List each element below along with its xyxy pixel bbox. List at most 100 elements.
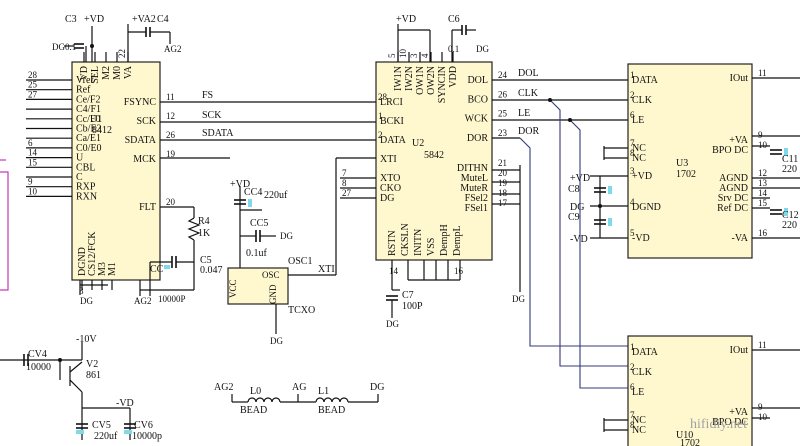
u2b-left-0-name: XTO	[380, 173, 400, 184]
u3c-left-0-num: 3	[630, 166, 635, 176]
u2-top-5-name: VDD	[448, 66, 459, 88]
osc-pin-osc: OSC	[262, 270, 280, 280]
le-route	[569, 119, 628, 389]
u1-ag2-bottom-label: AG2	[134, 296, 152, 306]
u1-left-1-num: 25	[28, 80, 38, 90]
bead-ag2-label: AG2	[214, 382, 233, 393]
u2-bottom-3-name: VSS	[426, 238, 437, 256]
u1-top-1-name: SEL	[90, 66, 101, 84]
u1-right-3-num: 19	[166, 149, 176, 159]
u2-dg-top-label: DG	[476, 44, 489, 54]
u3-body	[627, 63, 753, 259]
u2-right-2-num: 25	[498, 109, 508, 119]
u10b-right-1-num: 10	[758, 412, 768, 422]
cc4-value: 220uf	[264, 190, 288, 201]
u2-top-3-num: 4	[420, 53, 430, 58]
u3-left-2-name: LE	[632, 115, 644, 126]
l0-label: L0	[250, 386, 261, 397]
c6-label: C6	[448, 14, 460, 25]
v2-transistor	[69, 361, 83, 393]
u10-part: 1702	[680, 438, 700, 446]
u3c-right-3-num: 15	[758, 198, 768, 208]
u1-va2-label: +VA2	[132, 14, 156, 25]
u2b-right-3-name: FSel2	[465, 193, 488, 204]
r4-label: R4	[198, 216, 210, 227]
c12-value: 220	[782, 220, 797, 231]
u2-bottom-5-name: DempL	[452, 225, 463, 256]
osc-pin-vcc: VCC	[228, 279, 238, 298]
l0-value: BEAD	[240, 405, 267, 416]
net-sdata: SDATA	[202, 128, 234, 139]
u3-left-1-name: CLK	[632, 95, 653, 106]
u1-right-3-name: MCK	[133, 154, 157, 165]
r4-value: 1K	[198, 228, 211, 239]
u2-left-2-num: 2	[378, 130, 383, 140]
u2-top-0-num: 5	[387, 53, 397, 58]
u10b-right-0-num: 9	[758, 402, 763, 412]
u3-left-2-num: 6	[630, 110, 635, 120]
u1-dg-label: DG	[52, 42, 65, 52]
u1-top-0-name: VD	[79, 66, 90, 80]
u1-vd-label: +VD	[84, 14, 104, 25]
u3-dg-label: DG	[570, 202, 584, 213]
u10-left-0-name: DATA	[632, 347, 659, 358]
u2-top-1-name: IW2N	[404, 66, 415, 91]
l1-value: BEAD	[318, 405, 345, 416]
c7-label: C7	[402, 290, 414, 301]
u3-left-0-name: DATA	[632, 75, 659, 86]
u3c-right-0-name: AGND	[719, 173, 748, 184]
u2-part: 5842	[424, 150, 444, 161]
u2-right-3-name: DOR	[467, 133, 488, 144]
u1-left-8-name: U	[76, 153, 84, 164]
u1-right-2-num: 26	[166, 130, 176, 140]
u3-part: 1702	[676, 169, 696, 180]
u3-ref: U3	[676, 158, 688, 169]
u2b-right-2-name: MuteR	[460, 183, 488, 194]
u1-top-4-num: 22	[117, 49, 127, 58]
l1-coil	[315, 397, 349, 403]
u2-top-4-name: SYNCIN	[437, 66, 448, 103]
u2-left-1-num: 1	[378, 111, 383, 121]
bead-ag-label: AG	[292, 382, 306, 393]
u2-left-0-num: 28	[378, 92, 388, 102]
r4-symbol	[187, 217, 201, 241]
neg10v-label: -10V	[76, 334, 97, 345]
u2-right-1-name: BCO	[467, 94, 488, 105]
u2-right-0-name: DOL	[467, 75, 488, 86]
osc-ref: OSC1	[288, 256, 312, 267]
v2-label: V2	[86, 359, 98, 370]
u1-left-11-num: 9	[28, 177, 33, 187]
u3c-left-0-name: +VD	[632, 171, 652, 182]
u2b-right-4-num: 17	[498, 198, 508, 208]
u1-top-3-name: M0	[112, 66, 123, 80]
net-fs: FS	[202, 90, 213, 101]
u1-part: 8412	[92, 125, 112, 136]
u3c-left-2-num: 5	[630, 228, 635, 238]
u3-neg-vd-label: -VD	[570, 234, 588, 245]
u2-bottom-2-name: INITN	[413, 229, 424, 256]
u10b-left-0-name: NC	[632, 415, 646, 426]
c11-label: C11	[782, 154, 798, 165]
u1b-right-0-num: 20	[166, 197, 176, 207]
u1-ref: U1	[90, 114, 102, 125]
u2b-left-1-num: 8	[342, 178, 347, 188]
c11-value: 220	[782, 164, 797, 175]
cc5-dg-label: DG	[280, 231, 293, 241]
u2-vd-label: +VD	[396, 14, 416, 25]
u2-top-2-num: 3	[409, 53, 419, 58]
u1-bottom-0-num: 8	[79, 286, 84, 296]
cc-label: CC	[150, 264, 164, 275]
net-le: LE	[518, 108, 530, 119]
osc-vd-label: +VD	[230, 179, 250, 190]
net-clk: CLK	[518, 88, 539, 99]
cc5-value: 0.1uf	[246, 248, 268, 259]
osc-label: TCXO	[288, 305, 315, 316]
u10b-left-0-num: 7	[630, 410, 635, 420]
u2-top-1-num: 10	[398, 49, 408, 59]
u1-left-2-name: Ce/F2	[76, 94, 100, 105]
